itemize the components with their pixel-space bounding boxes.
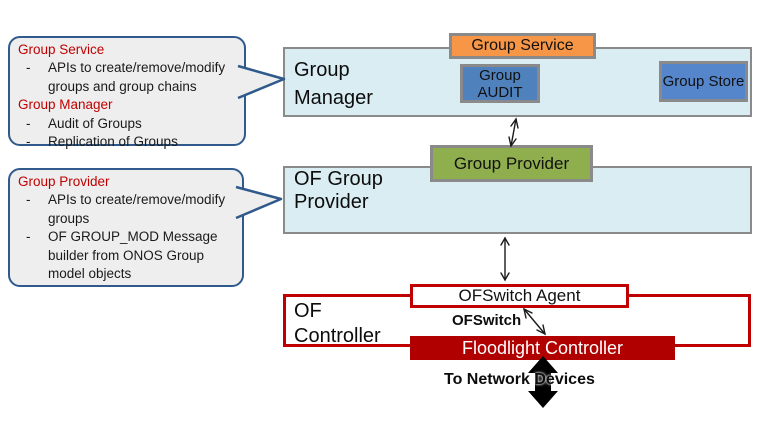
group-service-box: Group Service [449,33,596,59]
group-store-label: Group Store [662,73,745,90]
callout-bullet: Replication of Groups [16,133,238,152]
double-arrow-manager-provider [508,117,519,148]
ofswitch-agent-label: OFSwitch Agent [458,286,581,305]
ofswitch-label: OFSwitch [452,312,522,329]
callout-bullet: Audit of Groups [16,115,238,134]
callout-bullet: APIs to create/remove/modify groups [16,191,236,228]
ofswitch-agent-box: OFSwitch Agent [410,284,629,308]
to-network-devices-label: To Network Devices [444,371,595,388]
callout-tail-pointer [235,185,283,220]
callout-group-provider: Group Provider APIs to create/remove/mod… [8,168,244,287]
group-manager-label: Group Manager [294,59,373,109]
group-store-box: Group Store [659,61,748,102]
group-audit-box: Group AUDIT [460,64,540,103]
floodlight-controller-label: Floodlight Controller [461,337,624,358]
floodlight-controller-box: Floodlight Controller [410,336,675,360]
of-group-provider-label: OF Group Provider [294,168,383,213]
group-service-label: Group Service [471,37,574,54]
group-provider-label: Group Provider [453,153,570,173]
double-arrow-provider-agent [500,236,510,282]
group-provider-box: Group Provider [430,145,593,182]
group-audit-label: Group AUDIT [477,66,523,101]
callout-header: Group Service [18,42,105,57]
of-controller-label: OF Controller [294,300,381,347]
callout-group-service-manager: Group Service APIs to create/remove/modi… [8,36,246,152]
callout-header: Group Provider [18,174,110,189]
callout-bullet: OF GROUP_MOD Message builder from ONOS G… [16,228,236,283]
callout-tail-pointer [237,64,286,100]
callout-bullet: APIs to create/remove/modify groups and … [16,59,238,96]
callout-header: Group Manager [18,97,113,113]
